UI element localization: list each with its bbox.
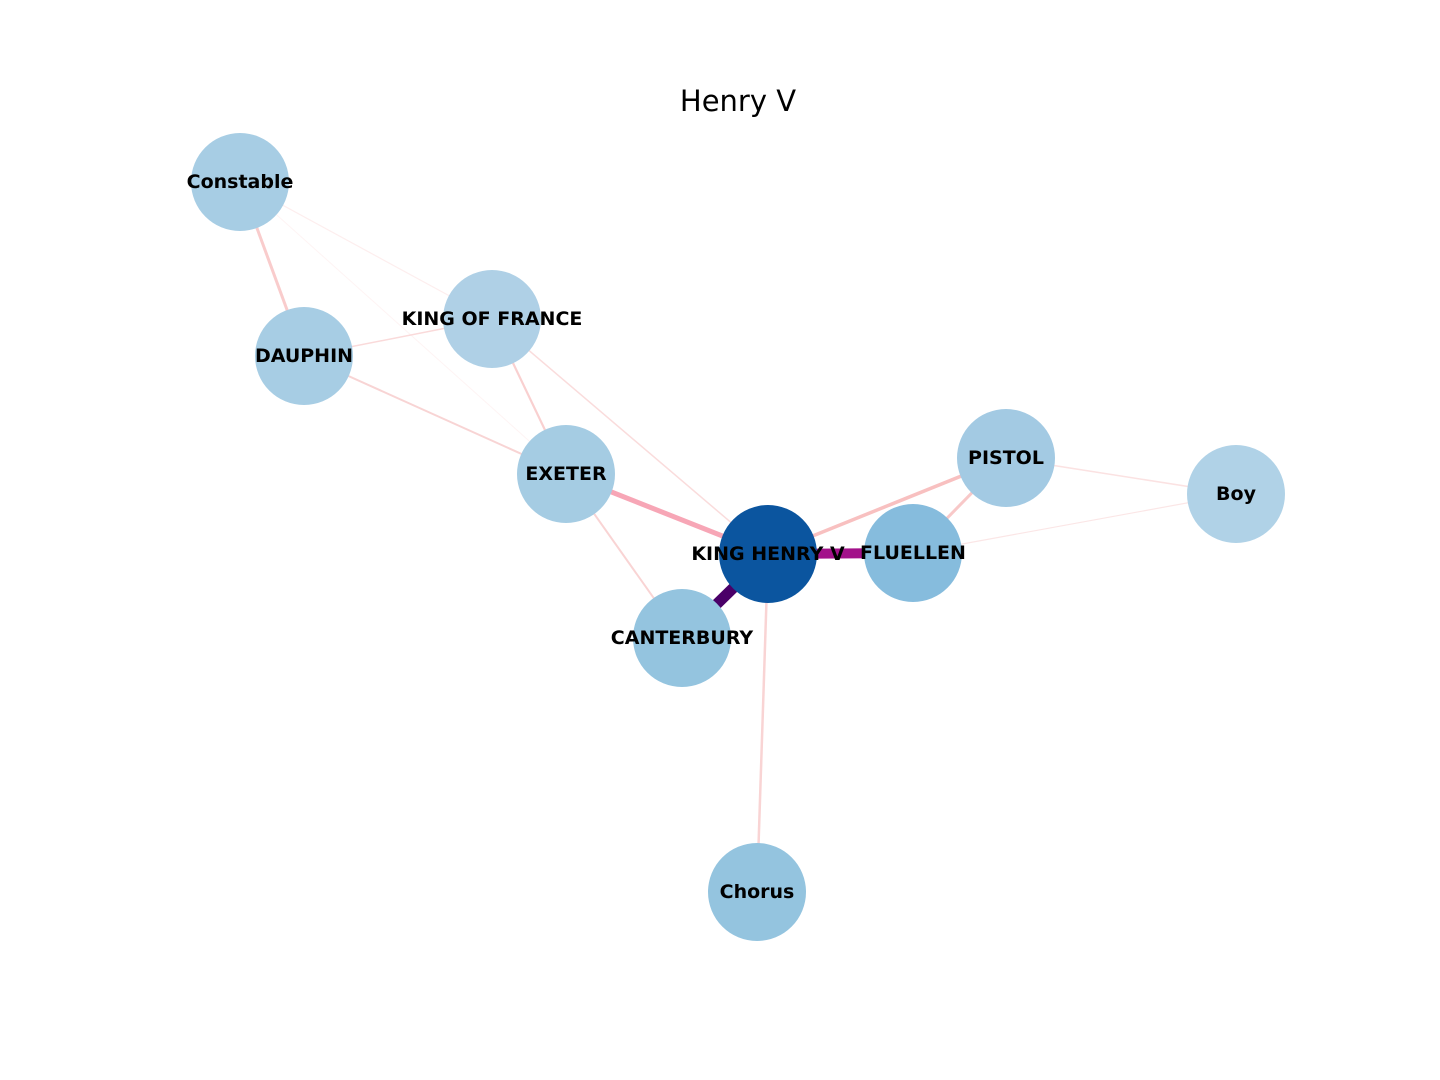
node-dauphin[interactable] [255, 307, 353, 405]
node-circle-exeter[interactable] [517, 425, 615, 523]
node-label-fluellen: FLUELLEN [860, 542, 966, 564]
edge-king-henry-v-chorus [755, 553, 770, 893]
node-constable[interactable] [191, 133, 289, 231]
node-canterbury[interactable] [633, 589, 731, 687]
edge-constable-exeter [239, 181, 567, 475]
node-circle-king-of-france[interactable] [443, 270, 541, 368]
node-label-king-of-france: KING OF FRANCE [402, 308, 583, 330]
node-label-boy: Boy [1216, 483, 1257, 505]
node-chorus[interactable] [708, 843, 806, 941]
node-label-pistol: PISTOL [968, 447, 1044, 469]
node-label-constable: Constable [187, 171, 294, 193]
node-boy[interactable] [1187, 445, 1285, 543]
node-circle-fluellen[interactable] [864, 504, 962, 602]
node-label-dauphin: DAUPHIN [255, 345, 353, 367]
node-label-chorus: Chorus [720, 881, 795, 903]
node-king-of-france[interactable] [443, 270, 541, 368]
edge-fluellen-boy [912, 493, 1237, 554]
node-king-henry-v[interactable] [719, 505, 817, 603]
edge-king-of-france-king-henry-v [491, 318, 769, 555]
node-label-exeter: EXETER [525, 463, 607, 485]
node-circle-dauphin[interactable] [255, 307, 353, 405]
node-label-king-henry-v: KING HENRY V [691, 543, 845, 565]
node-fluellen[interactable] [864, 504, 962, 602]
node-circle-chorus[interactable] [708, 843, 806, 941]
node-label-canterbury: CANTERBURY [611, 627, 754, 649]
node-circle-boy[interactable] [1187, 445, 1285, 543]
diagram-title: Henry V [679, 84, 797, 118]
node-pistol[interactable] [957, 409, 1055, 507]
node-circle-king-henry-v[interactable] [719, 505, 817, 603]
node-circle-constable[interactable] [191, 133, 289, 231]
node-exeter[interactable] [517, 425, 615, 523]
node-circle-pistol[interactable] [957, 409, 1055, 507]
node-circle-canterbury[interactable] [633, 589, 731, 687]
